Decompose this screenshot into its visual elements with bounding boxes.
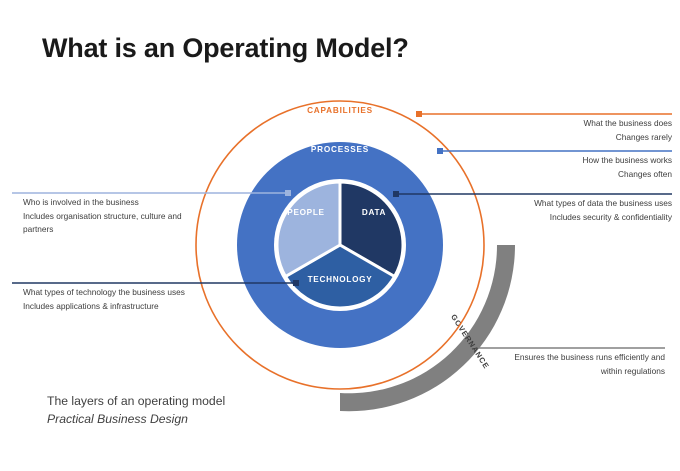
annotation-governance-line-2: within regulations	[600, 365, 665, 376]
caption-line-1: The layers of an operating model	[47, 394, 226, 408]
caption: The layers of an operating model Practic…	[47, 392, 225, 428]
people-label: PEOPLE	[287, 208, 324, 217]
annotation-processes-line-1: How the business works	[582, 155, 672, 165]
leader-line-technology	[12, 280, 299, 286]
technology-label: TECHNOLOGY	[308, 275, 373, 284]
leader-line-processes	[437, 148, 672, 154]
annotation-people-line-1: Who is involved in the business	[23, 197, 139, 207]
annotation-people-line-2: Includes organisation structure, culture…	[23, 210, 182, 221]
annotation-processes: How the business works Changes often	[450, 154, 672, 181]
annotation-technology: What types of technology the business us…	[23, 286, 283, 313]
page-title: What is an Operating Model?	[42, 33, 409, 63]
annotation-technology-line-1: What types of technology the business us…	[23, 287, 185, 297]
annotation-governance-line-1: Ensures the business runs efficiently an…	[514, 352, 665, 362]
annotation-technology-line-2: Includes applications & infrastructure	[23, 300, 159, 311]
annotation-people-line-3: partners	[23, 224, 54, 234]
processes-label: PROCESSES	[311, 145, 369, 154]
annotation-capabilities-line-2: Changes rarely	[615, 131, 672, 142]
capabilities-ring	[195, 100, 485, 390]
annotation-people: Who is involved in the business Includes…	[23, 196, 273, 237]
caption-line-2: Practical Business Design	[47, 412, 188, 426]
leader-line-data	[393, 191, 672, 197]
annotation-data: What types of data the business uses Inc…	[430, 197, 672, 224]
annotation-capabilities-line-1: What the business does	[583, 118, 672, 128]
data-label: DATA	[362, 208, 386, 217]
leader-line-capabilities	[416, 111, 672, 117]
annotation-data-line-1: What types of data the business uses	[534, 198, 672, 208]
segment-technology	[283, 243, 397, 310]
annotation-data-line-2: Includes security & confidentiality	[549, 211, 672, 222]
inner-pie: PEOPLE DATA TECHNOLOGY	[275, 180, 405, 310]
leader-line-people	[12, 190, 291, 196]
annotation-processes-line-2: Changes often	[618, 168, 672, 179]
annotation-governance: Ensures the business runs efficiently an…	[425, 351, 665, 378]
segment-people	[275, 180, 342, 279]
capabilities-label: CAPABILITIES	[307, 106, 373, 115]
annotation-capabilities: What the business does Changes rarely	[450, 117, 672, 144]
